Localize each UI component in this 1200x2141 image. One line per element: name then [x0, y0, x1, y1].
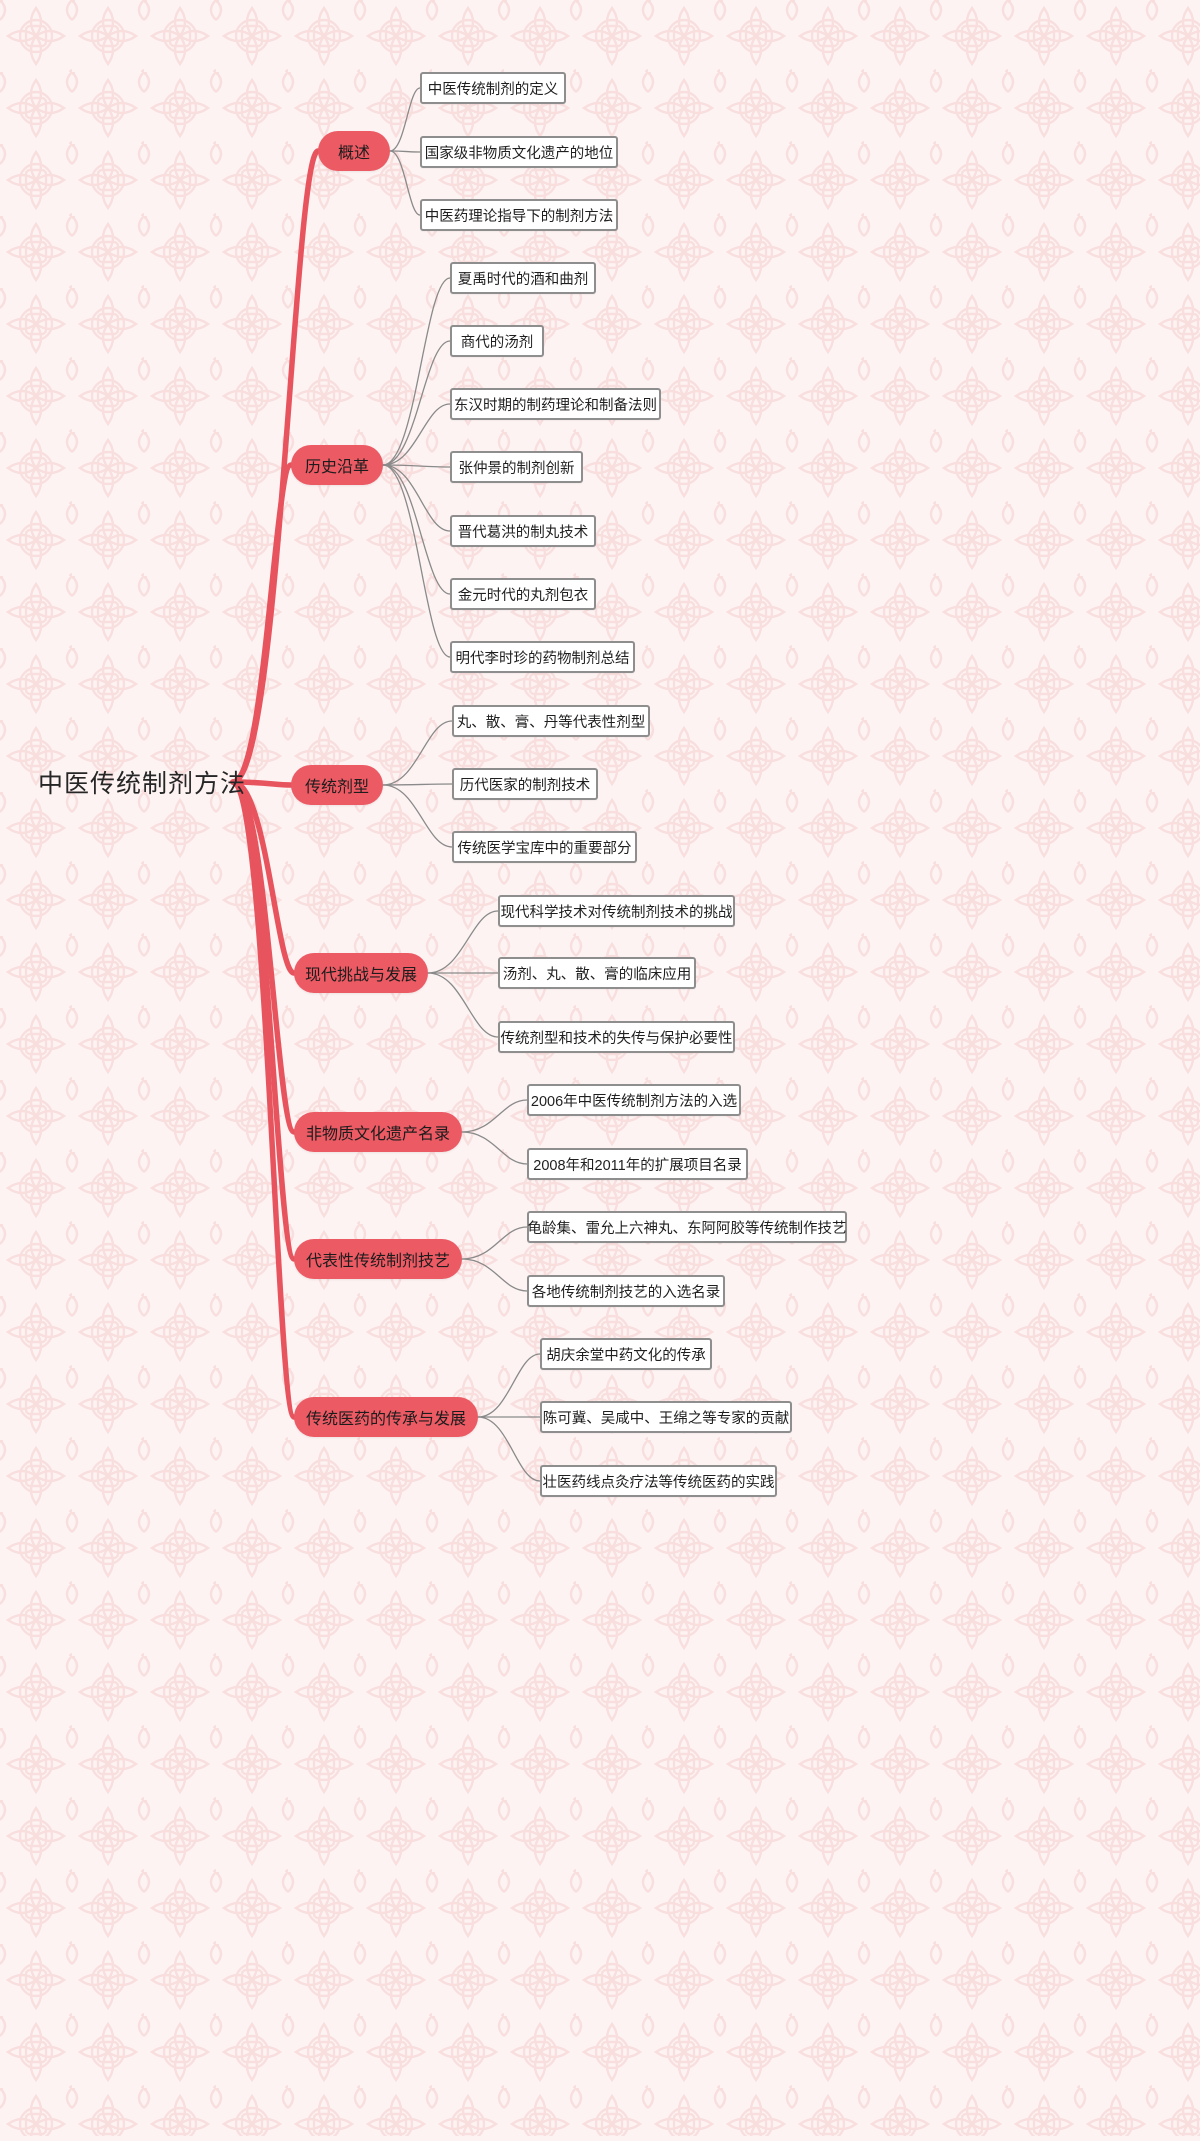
leaf-node[interactable]: 胡庆余堂中药文化的传承: [540, 1338, 712, 1370]
leaf-node[interactable]: 2006年中医传统制剂方法的入选: [527, 1084, 741, 1116]
branch-node[interactable]: 传统剂型: [291, 765, 383, 805]
branch-node[interactable]: 传统医药的传承与发展: [294, 1397, 478, 1437]
leaf-node[interactable]: 传统医学宝库中的重要部分: [452, 831, 637, 863]
leaf-node[interactable]: 商代的汤剂: [450, 325, 544, 357]
leaf-node[interactable]: 中医药理论指导下的制剂方法: [420, 199, 618, 231]
leaf-node[interactable]: 各地传统制剂技艺的入选名录: [527, 1275, 725, 1307]
leaf-node[interactable]: 现代科学技术对传统制剂技术的挑战: [498, 895, 735, 927]
leaf-node[interactable]: 壮医药线点灸疗法等传统医药的实践: [540, 1465, 777, 1497]
leaf-node[interactable]: 金元时代的丸剂包衣: [450, 578, 596, 610]
leaf-node[interactable]: 东汉时期的制药理论和制备法则: [450, 388, 661, 420]
leaf-node[interactable]: 陈可冀、吴咸中、王绵之等专家的贡献: [540, 1401, 792, 1433]
leaf-node[interactable]: 中医传统制剂的定义: [420, 72, 566, 104]
branch-node[interactable]: 概述: [318, 131, 390, 171]
leaf-node[interactable]: 丸、散、膏、丹等代表性剂型: [452, 705, 650, 737]
leaf-node[interactable]: 张仲景的制剂创新: [450, 451, 583, 483]
leaf-node[interactable]: 龟龄集、雷允上六神丸、东阿阿胶等传统制作技艺: [527, 1211, 847, 1243]
leaf-node[interactable]: 传统剂型和技术的失传与保护必要性: [498, 1021, 735, 1053]
leaf-node[interactable]: 历代医家的制剂技术: [452, 768, 598, 800]
branch-node[interactable]: 历史沿革: [291, 445, 383, 485]
branch-node[interactable]: 现代挑战与发展: [294, 953, 428, 993]
leaf-node[interactable]: 夏禹时代的酒和曲剂: [450, 262, 596, 294]
leaf-node[interactable]: 明代李时珍的药物制剂总结: [450, 641, 635, 673]
leaf-node[interactable]: 2008年和2011年的扩展项目名录: [527, 1148, 748, 1180]
leaf-node[interactable]: 国家级非物质文化遗产的地位: [420, 136, 618, 168]
root-node[interactable]: 中医传统制剂方法: [38, 770, 247, 798]
branch-node[interactable]: 非物质文化遗产名录: [294, 1112, 462, 1152]
leaf-node[interactable]: 汤剂、丸、散、膏的临床应用: [498, 957, 696, 989]
branch-node[interactable]: 代表性传统制剂技艺: [294, 1239, 462, 1279]
leaf-node[interactable]: 晋代葛洪的制丸技术: [450, 515, 596, 547]
